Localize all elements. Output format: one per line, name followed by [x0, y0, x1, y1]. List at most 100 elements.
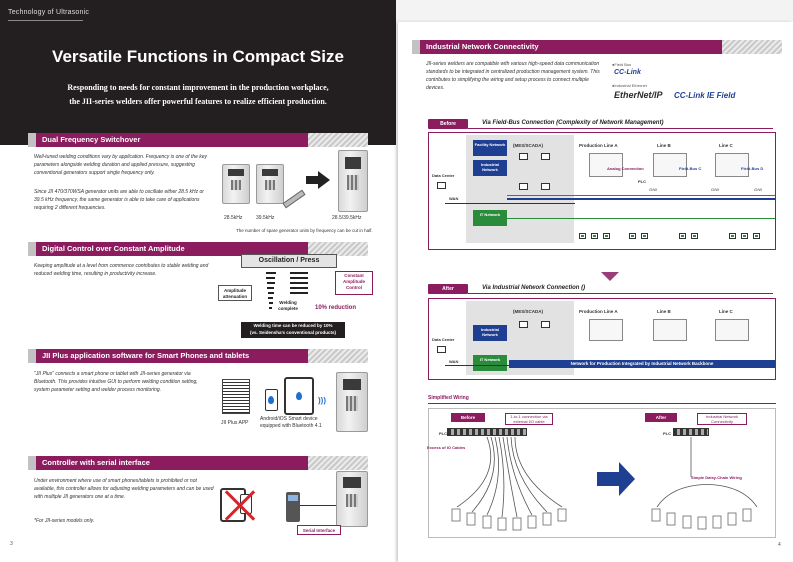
bluetooth-app-icon [296, 392, 302, 400]
before-diagram: Facility Network Industrial Network IT N… [428, 132, 776, 250]
wiring-after-plc-label: PLC [663, 431, 671, 436]
brand-underline [8, 20, 83, 21]
hero-banner: Technology of Ultrasonic Versatile Funct… [0, 0, 396, 145]
wiring-before-tag: Before [451, 413, 485, 422]
line-b-label: Line B [657, 143, 671, 148]
gateway-label-2: G/W [711, 187, 719, 192]
terminal-7 [691, 233, 698, 239]
header-stripes [308, 133, 368, 147]
wiring-before-plc-label: PLC [439, 431, 447, 436]
after-line-a-label: Production Line A [579, 309, 618, 314]
section-header-network: Industrial Network Connectivity [412, 40, 782, 54]
generator-unit-dual [338, 150, 368, 212]
logo-ethernet-ip: EtherNet/IP [614, 90, 663, 100]
analog-connection-label: Analog Connection [607, 166, 644, 171]
terminal-3 [603, 233, 610, 239]
after-industrial-network-box: Industrial Network [473, 325, 507, 341]
reduction-banner-line-2: (vs. Seidensha's conventional products) [249, 330, 337, 335]
transducer-horn [282, 189, 306, 209]
after-mes-label: (MES/SCADA) [513, 309, 543, 314]
fieldbus-d-label: Field-Bus D [741, 166, 764, 171]
section-title: Dual Frequency Switchover [42, 135, 141, 144]
mes-pc-4 [541, 183, 550, 190]
generator-unit-28k [222, 164, 250, 204]
freq-label-a: 28.5kHz [224, 215, 243, 221]
before-rule [468, 128, 773, 129]
robot-line-a [589, 153, 623, 177]
after-data-center-pc [437, 346, 446, 353]
dual-frequency-note: The number of spare generator units by f… [236, 228, 373, 233]
wan-label: WAN [449, 196, 459, 201]
wan-wire [445, 203, 575, 204]
page-title: Versatile Functions in Compact Size [52, 47, 344, 66]
subtitle-line-2: the JII-series welders offer powerful fe… [69, 97, 327, 106]
terminal-6 [679, 233, 686, 239]
mes-label: (MES/SCADA) [513, 143, 543, 148]
section-title: JII Plus application software for Smart … [42, 351, 250, 360]
logo-cc-link: CC-Link [614, 69, 641, 76]
industrial-network-box: Industrial Network [473, 160, 507, 176]
page-number-left: 3 [10, 541, 13, 547]
terminal-9 [741, 233, 748, 239]
robot-line-c [715, 153, 749, 177]
serial-controller [286, 492, 300, 522]
left-page: Technology of Ultrasonic Versatile Funct… [0, 0, 396, 562]
header-stripes [308, 242, 368, 256]
caption-app: JII Plus APP [221, 420, 249, 426]
wiring-arrow-stem [597, 472, 619, 486]
logo-cc-link-ie: CC-Link IE Field [674, 91, 736, 100]
wiring-after-callout: Industrial Network Connectivity [697, 413, 747, 425]
before-plc-rack [447, 428, 527, 436]
section-title: Digital Control over Constant Amplitude [42, 244, 185, 253]
excess-cables-label: Excess of IO Cables [427, 445, 466, 450]
industrial-wire [507, 198, 775, 200]
after-wan-label: WAN [449, 359, 459, 364]
it-network-box: IT Network [473, 210, 507, 226]
daisy-chain-label: Simple Daisy-Chain Wiring [691, 475, 742, 480]
after-robot-line-b [653, 319, 687, 341]
after-line-b-label: Line B [657, 309, 671, 314]
serial-interface-callout: Serial Interface [297, 525, 341, 535]
subtitle-line-1: Responding to needs for constant improve… [67, 83, 329, 92]
line-c-label: Line C [719, 143, 733, 148]
mes-pc-2 [541, 153, 550, 160]
before-cable-bundle [451, 437, 567, 531]
before-title: Via Field-Bus Connection (Complexity of … [482, 120, 664, 126]
after-line-c-label: Line C [719, 309, 733, 314]
dual-frequency-body-1: Well-tuned welding conditions vary by ap… [34, 154, 208, 176]
section-title: Industrial Network Connectivity [426, 42, 539, 51]
right-page: Industrial Network Connectivity JII-seri… [398, 22, 793, 562]
app-body: "JII Plus" connects a smart phone or tab… [34, 371, 198, 393]
wiring-diagram: Before 1-to-1 connection via external I/… [427, 408, 776, 538]
after-tag: After [428, 284, 468, 294]
serial-footnote: *For JII-series models only. [34, 518, 95, 524]
terminal-8 [729, 233, 736, 239]
upgrade-arrow-head [318, 171, 330, 189]
serial-cable [300, 505, 336, 506]
app-screenshot [222, 379, 250, 414]
reduction-banner-line-1: Welding time can be reduced by 10% [253, 323, 333, 328]
wiring-after-tag: After [645, 413, 677, 422]
line-a-label: Production Line A [579, 143, 618, 148]
generator-unit-serial [336, 471, 368, 527]
after-it-network-box: IT Network [473, 355, 507, 371]
facility-wire [507, 195, 775, 196]
welding-complete-label: Welding complete [276, 300, 300, 314]
it-wire [507, 218, 775, 219]
after-data-center-label: Data Center [432, 337, 455, 342]
data-center-label: Data Center [432, 173, 455, 178]
after-plc-rack [673, 428, 709, 436]
section-header-amplitude: Digital Control over Constant Amplitude [28, 242, 368, 256]
bluetooth-app-icon [268, 396, 274, 404]
page-number-right: 4 [778, 542, 781, 548]
after-rule [468, 293, 773, 294]
after-daisy-chain [651, 437, 758, 530]
mes-pc-3 [519, 183, 528, 190]
section-header-app: JII Plus application software for Smart … [28, 349, 368, 363]
oscillation-press-label: Oscillation / Press [241, 254, 337, 268]
fieldbus-c-label: Field-Bus C [679, 166, 702, 171]
generator-unit-39k [256, 164, 284, 204]
after-diagram: Industrial Network IT Network (MES/SCADA… [428, 298, 776, 380]
facility-network-box: Facility Network [473, 140, 507, 156]
